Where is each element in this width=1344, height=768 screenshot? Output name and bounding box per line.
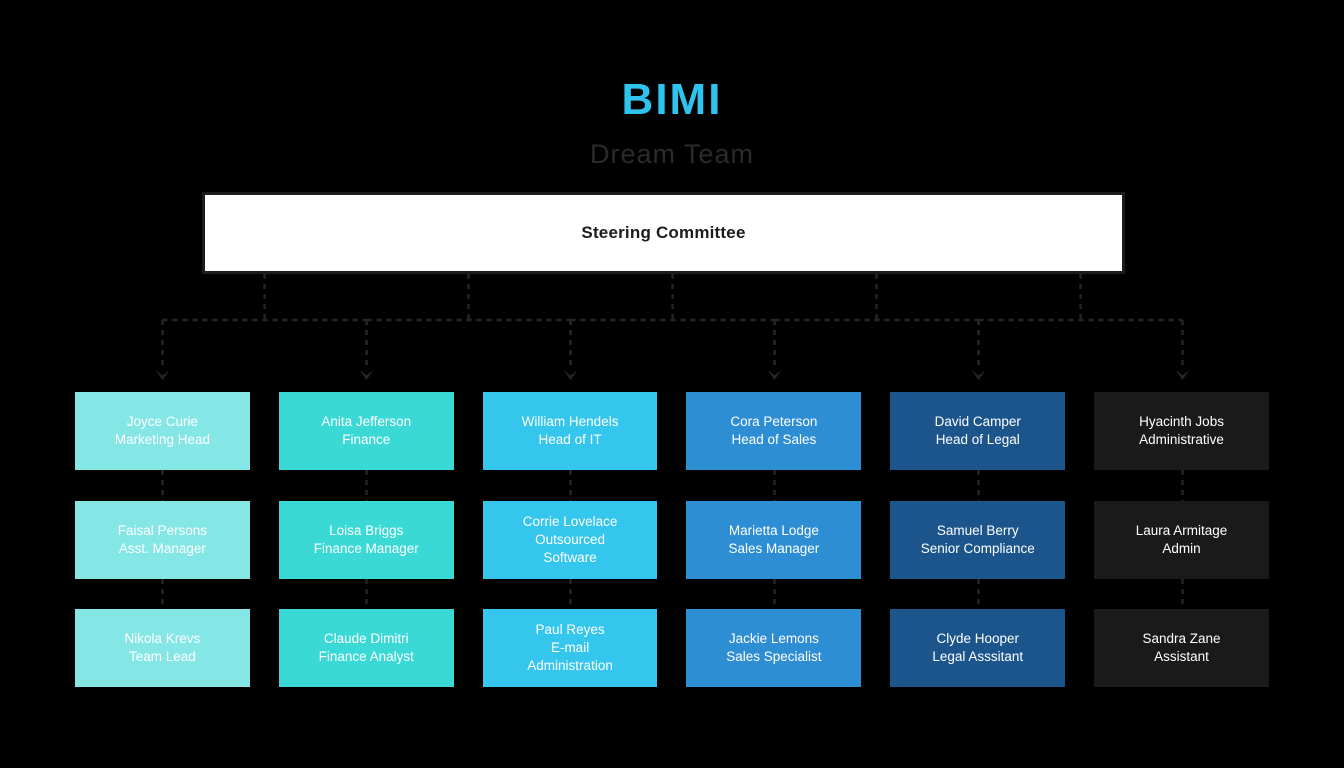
- card-person-name: Loisa Briggs: [329, 522, 404, 538]
- card-person-name: Nikola Krevs: [124, 630, 201, 646]
- card-person-name: Jackie Lemons: [728, 630, 819, 646]
- card-person-role: Finance Manager: [313, 541, 419, 556]
- card-person-role: Finance Analyst: [318, 649, 414, 664]
- chart-header: BIMI Dream Team: [0, 78, 1344, 168]
- card-person-name: Hyacinth Jobs: [1139, 413, 1224, 429]
- card-person-name: William Hendels: [521, 413, 619, 429]
- card-person-role: Head of Legal: [935, 432, 1020, 447]
- card-person-name: Samuel Berry: [936, 522, 1019, 538]
- steering-committee-label: Steering Committee: [581, 223, 746, 242]
- card-person-role: Team Lead: [129, 649, 196, 664]
- card-person-name: David Camper: [934, 413, 1021, 429]
- card-person-role: Software: [543, 550, 597, 566]
- page-subtitle: Dream Team: [589, 139, 755, 169]
- card-person-role: Senior Compliance: [920, 541, 1035, 556]
- card-person-role: Sales Specialist: [726, 649, 822, 664]
- card-person-role: Outsourced: [535, 531, 605, 547]
- steering-committee-node[interactable]: Steering Committee: [202, 192, 1125, 274]
- card-person-role: Assistant: [1154, 649, 1209, 664]
- card-person-role: Head of Sales: [731, 432, 817, 447]
- card-person-name: Paul Reyes: [535, 621, 605, 637]
- card-person-role: Sales Manager: [728, 541, 820, 556]
- card-person-name: Anita Jefferson: [321, 413, 412, 429]
- card-person-role: Head of IT: [538, 432, 602, 447]
- card-person-role: Administration: [527, 658, 613, 674]
- card-person-name: Cora Peterson: [730, 413, 818, 429]
- card-person-role: Admin: [1162, 541, 1201, 556]
- card-person-role: E-mail: [550, 639, 590, 655]
- card-person-role: Administrative: [1139, 432, 1224, 447]
- card-person-name: Faisal Persons: [117, 522, 208, 538]
- card-person-role: Asst. Manager: [118, 541, 206, 556]
- card-person-role: Finance: [342, 432, 391, 447]
- card-person-name: Laura Armitage: [1135, 522, 1228, 538]
- card-person-name: Joyce Curie: [126, 413, 199, 429]
- page-title: BIMI: [621, 75, 723, 124]
- card-person-name: Sandra Zane: [1142, 630, 1221, 646]
- card-person-role: Legal Asssitant: [932, 649, 1024, 664]
- card-person-role: Marketing Head: [114, 432, 211, 447]
- card-person-name: Marietta Lodge: [728, 522, 819, 538]
- card-person-name: Clyde Hooper: [936, 630, 1019, 646]
- card-person-name: Claude Dimitri: [323, 630, 409, 646]
- card-person-name: Corrie Lovelace: [522, 513, 618, 529]
